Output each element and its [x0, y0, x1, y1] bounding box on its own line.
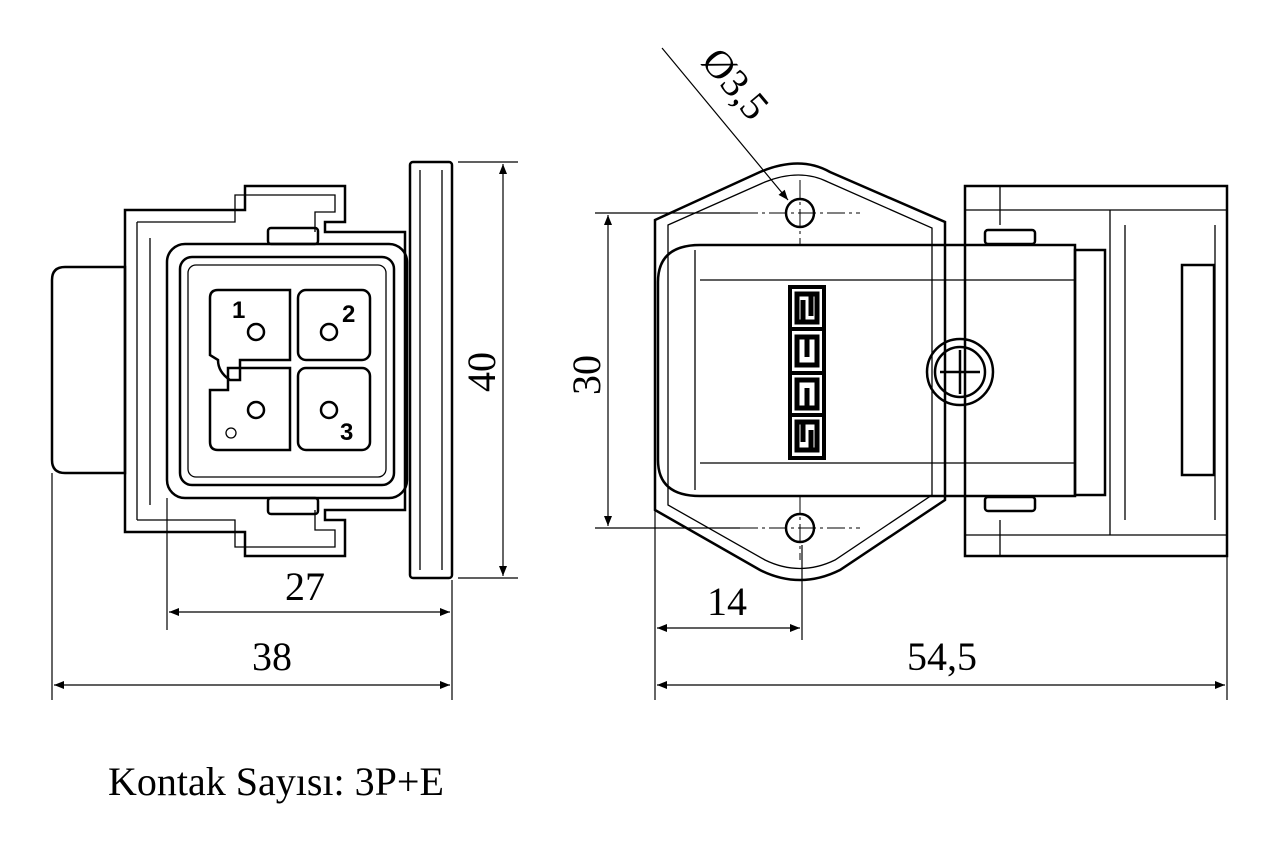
contact-label-3: 3	[340, 419, 353, 446]
dim-offset-14: 14	[707, 579, 747, 624]
dim-hole-diameter: Ø3,5	[693, 39, 778, 128]
dim-hole-spacing-30: 30	[564, 355, 609, 395]
screw-icon	[925, 337, 995, 407]
sews-logo	[788, 285, 826, 460]
contact-count-caption: Kontak Sayısı: 3P+E	[108, 759, 444, 804]
side-view	[653, 162, 1229, 582]
front-view: 1 2 3	[50, 160, 454, 580]
dim-width-27: 27	[285, 564, 325, 609]
contact-label-2: 2	[342, 301, 355, 328]
dim-length-54-5: 54,5	[907, 634, 977, 679]
earth-icon	[225, 427, 237, 439]
dim-height-40: 40	[459, 352, 504, 392]
dim-width-38: 38	[252, 634, 292, 679]
dimension-lines-right	[595, 47, 1228, 700]
dimension-lines-left	[51, 161, 518, 700]
contact-label-1: 1	[232, 297, 245, 324]
